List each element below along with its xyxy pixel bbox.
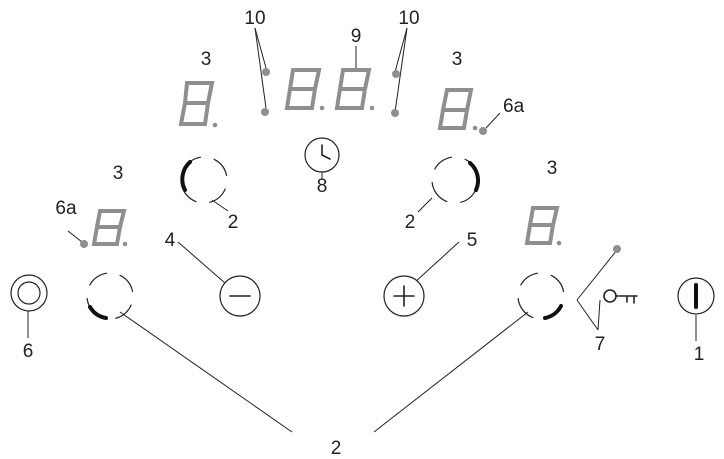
zone-ring-top-left[interactable]	[173, 149, 236, 212]
lock-indicator	[613, 245, 621, 253]
timer-led-bottom-right	[391, 109, 399, 117]
ring-icon	[17, 281, 41, 305]
zone-display-top-left	[178, 81, 218, 128]
leader-lines	[27, 27, 697, 433]
power-button[interactable]	[677, 277, 715, 315]
zone-display-top-right	[437, 88, 478, 131]
heat-indicator-bottom-left	[80, 240, 88, 248]
callout-2-top-right: 2	[405, 212, 416, 233]
callout-3-top-right: 3	[452, 49, 463, 70]
callout-1: 1	[694, 344, 705, 365]
zone-display-bottom-left	[91, 209, 128, 247]
callout-6: 6	[23, 341, 34, 362]
callout-7: 7	[595, 334, 606, 355]
callout-8: 8	[317, 176, 328, 197]
callout-3-bottom-left: 3	[113, 163, 124, 184]
callout-5: 5	[467, 230, 478, 251]
zone-ring-top-right[interactable]	[424, 149, 487, 212]
callout-9: 9	[351, 26, 362, 47]
key-icon	[603, 289, 638, 304]
callout-10-left: 10	[244, 8, 265, 29]
callout-3-top-left: 3	[201, 49, 212, 70]
heat-indicator-top-right	[479, 127, 487, 135]
callout-2-bottom: 2	[331, 438, 342, 459]
zone-ring-bottom-left[interactable]	[79, 265, 142, 328]
timer-led-top-right	[392, 70, 400, 78]
timer-digit-2	[334, 68, 375, 111]
callout-labels: 10 9 10 3 3 6a 3 3 6a 8 2 2 4 5 6 7 1 2	[23, 8, 705, 459]
timer-digit-1	[284, 68, 325, 111]
callout-6a-left: 6a	[55, 198, 77, 219]
plus-button[interactable]	[383, 275, 425, 317]
timer-led-bottom-left	[261, 108, 269, 116]
timer-led-top-left	[262, 68, 270, 76]
onoff-button[interactable]	[10, 274, 48, 312]
callout-2-top-left: 2	[228, 212, 239, 233]
minus-button[interactable]	[219, 275, 261, 317]
callout-3-bottom-right: 3	[547, 158, 558, 179]
callout-6a-right: 6a	[503, 96, 525, 117]
timer-button[interactable]	[304, 137, 340, 173]
callout-4: 4	[165, 230, 176, 251]
lock-button[interactable]	[603, 289, 638, 304]
zone-display-bottom-right	[524, 206, 562, 246]
zone-ring-bottom-right[interactable]	[510, 265, 573, 328]
callout-10-right: 10	[398, 8, 419, 29]
